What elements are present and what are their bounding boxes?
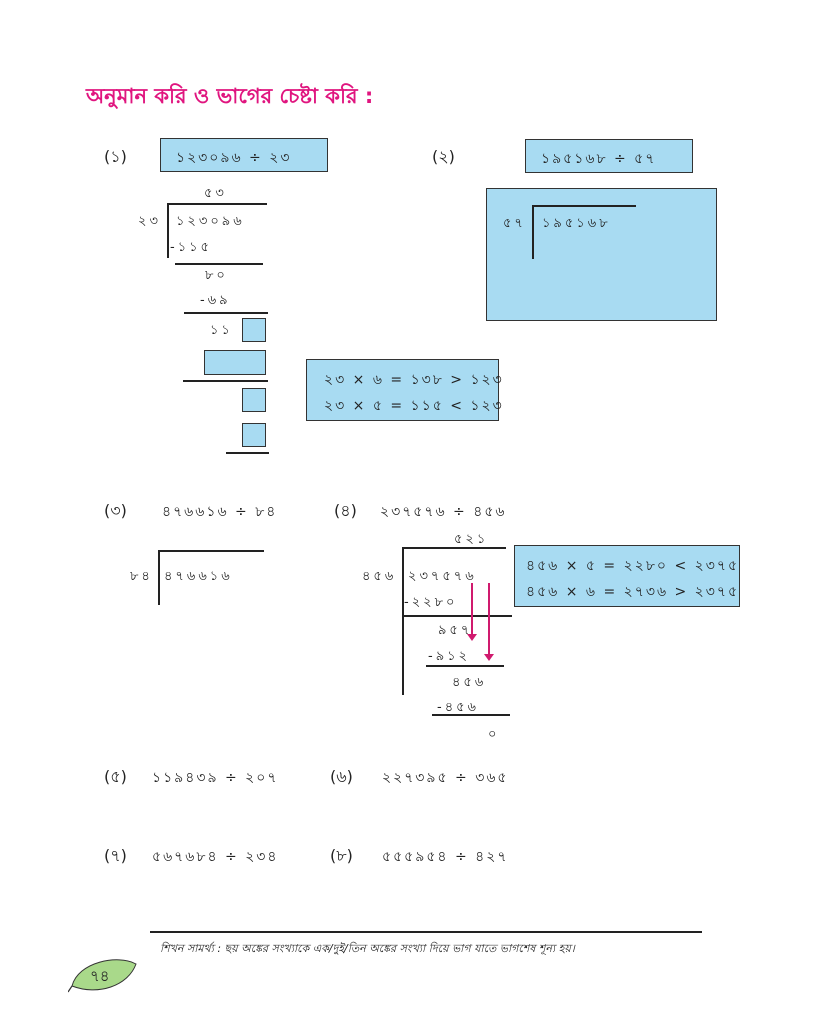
problem-1-division-bar <box>167 203 267 205</box>
problem-2-expression-box <box>525 139 693 173</box>
problem-2-dividend: ১৯৫১৬৮ <box>542 216 611 231</box>
problem-1-hint-1: ২৩ × ৬ = ১৩৮ > ১২৩ <box>324 372 504 388</box>
problem-3-divisor: ৮৪ <box>130 569 153 584</box>
footer-divider <box>150 931 702 933</box>
problem-1-expression-box <box>160 138 328 172</box>
problem-4-hint-1: ৪৫৬ × ৫ = ২২৮০ < ২৩৭৫ <box>526 558 740 574</box>
problem-4-subtract-3: -৪৫৬ <box>437 700 480 715</box>
problem-1-remainder-2: ১১ <box>210 323 233 338</box>
problem-7-expression: ৫৬৭৬৮৪ ÷ ২৩৪ <box>152 849 279 865</box>
problem-1-line-1 <box>175 263 263 265</box>
problem-2-workspace[interactable] <box>486 188 717 321</box>
problem-3-dividend: ৪৭৬৬১৬ <box>164 569 233 584</box>
problem-4-line-3 <box>432 714 510 716</box>
problem-1-answer-blank-3[interactable] <box>242 388 266 412</box>
problem-4-subtract-2: -৯১২ <box>428 649 471 664</box>
problem-1-hint-box <box>306 359 499 421</box>
problem-1-hint-2: ২৩ × ৫ = ১১৫ < ১২৩ <box>324 398 504 414</box>
problem-1-line-4 <box>226 452 269 454</box>
page-number: ৭৪ <box>90 967 110 985</box>
problem-1-dividend: ১২৩০৯৬ <box>176 214 245 229</box>
problem-2-division-bar <box>532 205 636 207</box>
learning-outcome-note: শিখন সামর্থ্য : ছয় অঙ্কের সংখ্যাকে এক/দ… <box>160 942 575 955</box>
problem-4-expression: ২৩৭৫৭৬ ÷ ৪৫৬ <box>380 504 507 520</box>
problem-4-remainder-2: ৪৫৬ <box>452 675 487 690</box>
problem-1-line-3 <box>183 380 268 382</box>
problem-4-division-bracket <box>402 547 404 695</box>
problem-4-division-bar <box>402 547 506 549</box>
leaf-icon: ৭৪ <box>68 959 137 993</box>
problem-1-number: (১) <box>104 147 127 166</box>
problem-2-expression: ১৯৫১৬৮ ÷ ৫৭ <box>541 151 657 167</box>
problem-2-divisor: ৫৭ <box>503 216 526 231</box>
problem-1-divisor: ২৩ <box>138 214 161 229</box>
problem-5-expression: ১১৯৪৩৯ ÷ ২০৭ <box>152 770 279 786</box>
problem-4-hint-box <box>514 545 740 607</box>
page-title: অনুমান করি ও ভাগের চেষ্টা করি : <box>86 84 374 108</box>
problem-1-answer-blank-2[interactable] <box>204 350 266 375</box>
problem-1-subtract-1: -১১৫ <box>170 240 212 255</box>
problem-8-expression: ৫৫৫৯৫৪ ÷ ৪২৭ <box>382 849 509 865</box>
problem-3-division-bar <box>158 550 264 552</box>
problem-1-expression: ১২৩০৯৬ ÷ ২৩ <box>176 150 292 166</box>
problem-2-division-bracket <box>532 205 534 259</box>
problem-1-remainder-1: ৮০ <box>205 268 228 283</box>
problem-4-line-1 <box>402 615 512 617</box>
problem-1-line-2 <box>184 312 268 314</box>
problem-4-hint-2: ৪৫৬ × ৬ = ২৭৩৬ > ২৩৭৫ <box>526 584 740 600</box>
problem-4-quotient: ৫২১ <box>454 532 489 547</box>
problem-4-line-2 <box>426 665 504 667</box>
problem-6-expression: ২২৭৩৯৫ ÷ ৩৬৫ <box>382 770 509 786</box>
problem-4-remainder-1: ৯৫৭ <box>438 623 473 638</box>
problem-7-number: (৭) <box>104 846 127 865</box>
problem-8-number: (৮) <box>330 846 353 865</box>
problem-3-number: (৩) <box>104 501 127 520</box>
problem-4-remainder-3: ০ <box>488 727 500 742</box>
problem-1-subtract-2: -৬৯ <box>200 293 231 308</box>
problem-6-number: (৬) <box>330 767 353 786</box>
problem-4-divisor: ৪৫৬ <box>362 569 397 584</box>
problem-1-quotient: ৫৩ <box>204 186 227 201</box>
bring-down-arrow-1 <box>467 583 477 641</box>
problem-3-division-bracket <box>158 550 160 605</box>
problem-2-number: (২) <box>432 147 455 166</box>
problem-1-answer-blank-4[interactable] <box>242 423 266 447</box>
bring-down-arrow-2 <box>484 583 494 661</box>
problem-3-expression: ৪৭৬৬১৬ ÷ ৮৪ <box>162 504 278 520</box>
problem-1-division-bracket <box>167 203 169 258</box>
problem-4-subtract-1: -২২৮০ <box>404 595 458 610</box>
problem-4-number: (৪) <box>334 501 357 520</box>
problem-5-number: (৫) <box>104 767 127 786</box>
problem-1-answer-blank-1[interactable] <box>242 318 266 342</box>
problem-4-dividend: ২৩৭৫৭৬ <box>408 569 477 584</box>
